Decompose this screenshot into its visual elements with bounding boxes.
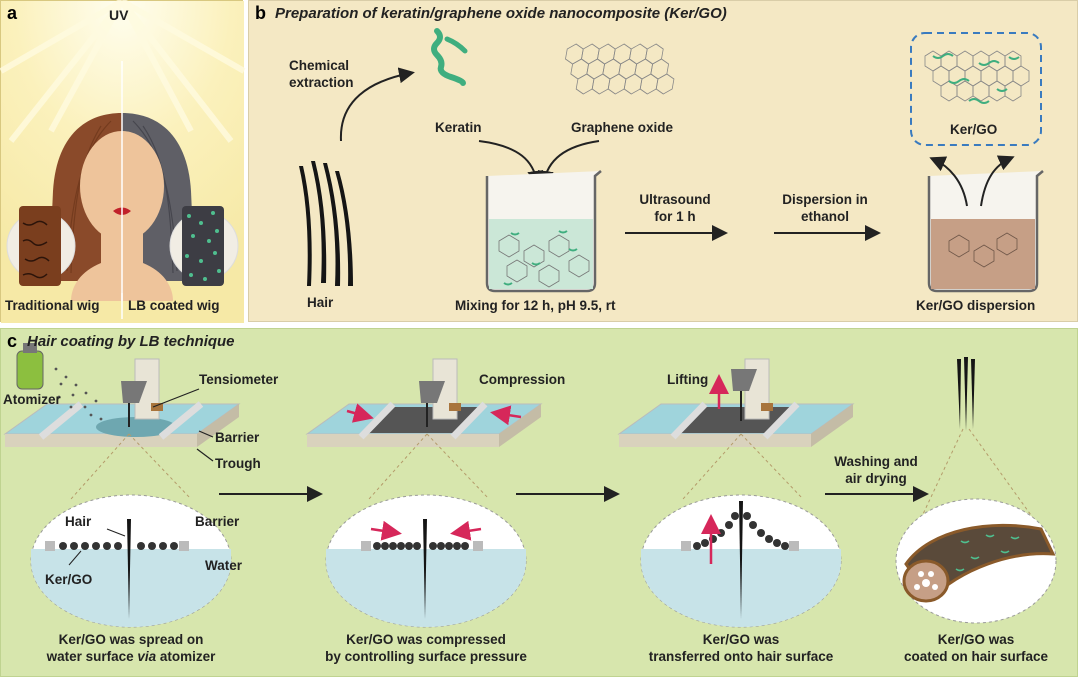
uv-label: UV [109,7,129,23]
preparation-diagram [299,28,1044,293]
inset-hair-label: Hair [65,514,92,529]
panel-b-letter: b [255,3,266,23]
trough-label: Trough [215,456,261,471]
inset-4 [895,498,1057,624]
panel-a: a UV Traditional wig LB coated wig [0,0,246,323]
trough-1 [3,343,241,462]
lifting-label: Lifting [667,372,709,387]
panel-c-letter: c [7,331,18,351]
wig-illustration [0,0,246,323]
inset-barrier-label: Barrier [195,514,240,529]
kergo-dispersion-label: Ker/GO dispersion [916,298,1036,313]
atomizer-label: Atomizer [3,392,61,407]
kergo-label: Ker/GO [950,122,998,137]
lb-coating-diagram [3,343,1057,628]
panel-a-letter: a [7,3,18,23]
barrier-label: Barrier [215,430,260,445]
hair-label: Hair [307,295,334,310]
inset-kergo-label: Ker/GO [45,572,93,587]
inset-1 [30,494,232,628]
inset-3 [640,494,842,628]
mixing-label: Mixing for 12 h, pH 9.5, rt [455,298,616,313]
graphene-oxide-label: Graphene oxide [571,120,674,135]
caption-1: Ker/GO was spread on water surface via a… [46,632,216,664]
trough-3 [617,358,855,447]
panel-b-title: Preparation of keratin/graphene oxide na… [275,5,727,22]
tensiometer-label: Tensiometer [199,372,279,387]
panel-c: c Hair coating by LB technique Atomizer … [0,328,1078,677]
inset-water-label: Water [205,558,243,573]
trough-2 [305,358,543,447]
inset-2 [325,494,527,628]
traditional-wig-label: Traditional wig [5,298,100,313]
compression-label: Compression [479,372,566,387]
panel-b: b Preparation of keratin/graphene oxide … [248,0,1078,322]
lb-coated-wig-label: LB coated wig [128,298,220,313]
panel-c-title: Hair coating by LB technique [27,333,235,350]
keratin-label: Keratin [435,120,482,135]
